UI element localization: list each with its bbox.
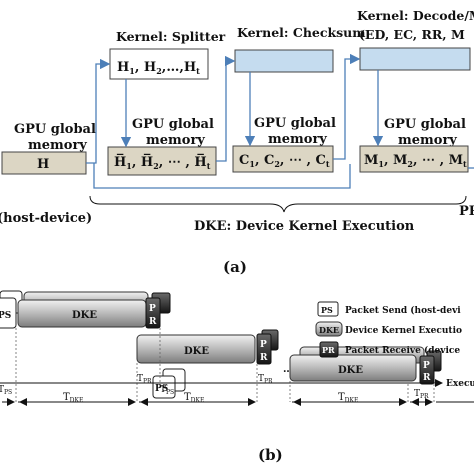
svg-text:C1, C2, ⋯ , Ct: C1, C2, ⋯ , Ct: [239, 153, 330, 169]
t-dke-label-3: TDKE: [338, 392, 358, 404]
gpu-global-label-4: GPU global: [384, 117, 466, 132]
ps-block-row1: [0, 297, 17, 329]
dke-label-row4: DKE: [338, 365, 363, 376]
svg-text:DKE: DKE: [319, 325, 339, 335]
svg-text:PS: PS: [321, 305, 333, 315]
pr-r-row4: R: [423, 373, 431, 383]
legend-dke-text: Device Kernel Executio: [345, 326, 462, 336]
pr-p-row4: P: [423, 361, 430, 371]
kernel-decode-subtitle: (ED, EC, RR, M: [359, 27, 465, 42]
c-series: C1, C2, ⋯ , Ct: [239, 153, 330, 169]
pr-p-row2: P: [260, 340, 267, 350]
kernel-checksum-title: Kernel: Checksum: [237, 25, 366, 40]
ps-block-row3: [152, 375, 176, 399]
gpu-memory-box-m: [359, 145, 469, 173]
gpu-memory-box-hbar: [107, 146, 217, 176]
svg-text:PR: PR: [322, 345, 335, 355]
panel-b-label: (b): [258, 446, 283, 464]
pr-partial-label: PR: [459, 204, 474, 219]
t-pr-label-2: TPR: [258, 374, 273, 385]
checksum-box: [234, 49, 334, 73]
pr-block-row1: [145, 297, 161, 329]
t-ps-label-1: TPS: [0, 385, 12, 396]
ps-label-row1: PS: [0, 311, 11, 321]
svg-text:H1, H2,…,Ht: H1, H2,…,Ht: [117, 60, 200, 76]
t-dke-label-2: TDKE: [184, 392, 204, 404]
pr-r-row1: R: [149, 317, 157, 327]
execution-label: Executi: [446, 379, 474, 389]
memory-label-4: memory: [398, 133, 457, 148]
dke-label-row1: DKE: [72, 310, 97, 321]
svg-text:M1, M2, ⋯ , Mt: M1, M2, ⋯ , Mt: [364, 153, 467, 169]
legend-pr-text: Packet Receive (device: [345, 345, 460, 356]
dke-block-row4: [289, 354, 417, 382]
kernel-splitter-title: Kernel: Splitter: [116, 29, 226, 44]
panel-a-label: (a): [223, 258, 247, 276]
dke-block-row2: [136, 334, 256, 364]
t-pr-label-1: TPR: [137, 374, 152, 385]
splitter-h-series: H1, H2,…,Ht: [117, 60, 200, 76]
t-pr-label-3: TPR: [414, 389, 429, 400]
t-dke-label-1: TDKE: [63, 392, 83, 404]
arrow-h-to-splitter: [86, 58, 111, 164]
legend: PS Packet Send (host-devi DKE Device Ker…: [315, 301, 462, 358]
legend-ps-icon: [317, 301, 339, 317]
dke-caption: DKE: Device Kernel Execution: [194, 219, 415, 234]
legend-pr-icon: [319, 341, 339, 358]
gpu-global-label-3: GPU global: [254, 116, 336, 131]
splitter-box: [109, 48, 209, 80]
hbar-series: H̅1, H̅2, ⋯ , H̅t: [114, 153, 211, 171]
arrow-bottom-return: [93, 163, 351, 189]
legend-ps-text: Packet Send (host-devi: [345, 305, 461, 316]
gpu-global-label-2: GPU global: [132, 117, 214, 132]
legend-dke-icon: [315, 321, 343, 337]
pr-block-row2: [256, 333, 272, 365]
pr-p-row1: P: [149, 304, 156, 314]
t-ps-label-2: TPS: [160, 385, 174, 396]
svg-text:H̅1, H̅2, ⋯ , H̅t: H̅1, H̅2, ⋯ , H̅t: [114, 153, 211, 171]
kernel-decode-title: Kernel: Decode/M: [357, 8, 474, 23]
dke-label-row2: DKE: [184, 346, 209, 357]
decode-box: [359, 47, 471, 71]
dke-brace: [89, 195, 467, 213]
gpu-global-label-1: GPU global: [14, 122, 96, 137]
guide-lines: [15, 328, 435, 402]
pr-r-row2: R: [260, 353, 268, 363]
arrow-c-to-decode: [333, 53, 361, 160]
m-series: M1, M2, ⋯ , Mt: [364, 153, 467, 169]
panel-b: PS DKE P R DKE P R PS …… DKE P R PS: [0, 290, 474, 464]
memory-label-3: memory: [268, 132, 327, 147]
h-label: H: [37, 157, 49, 172]
memory-label-2: memory: [146, 133, 205, 148]
host-device-label: (host-device): [0, 211, 92, 226]
memory-label-1: memory: [28, 138, 87, 153]
pr-block-row4: [419, 355, 435, 385]
arrow-hbar-to-checksum: [216, 55, 236, 162]
panel-a: Kernel: Splitter Kernel: Checksum Kernel…: [0, 8, 474, 276]
ps-label-row3: PS: [155, 384, 168, 394]
